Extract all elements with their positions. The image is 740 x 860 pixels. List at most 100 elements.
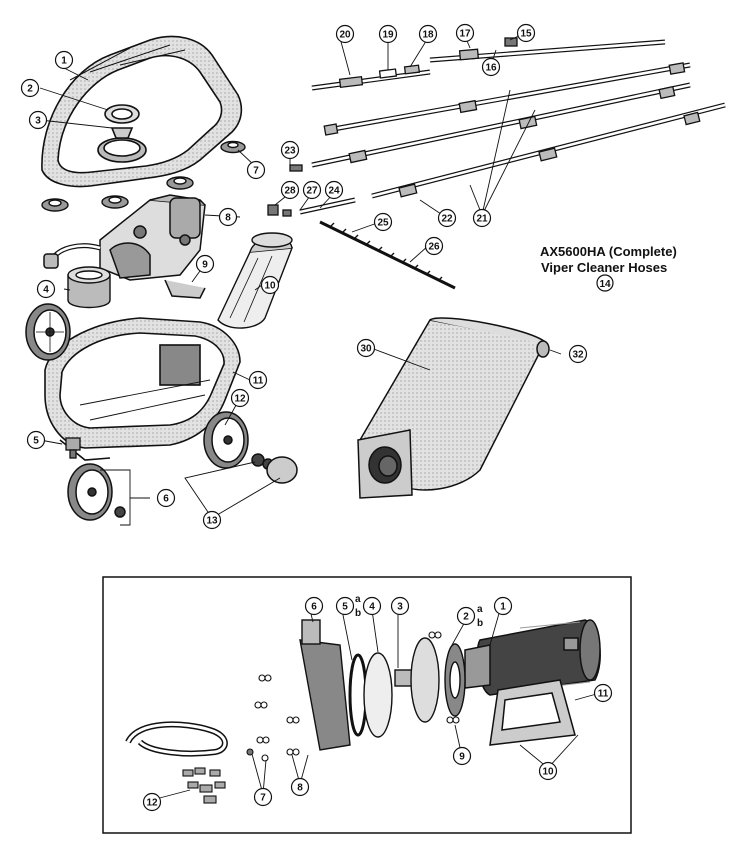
pump-callout-number-10: 10 (542, 767, 554, 778)
pump-suffix-2a: a (477, 604, 483, 615)
title-callout-number: 14 (599, 279, 611, 290)
motor-manifold-assembly (43, 194, 206, 299)
pump-callout-number-1: 1 (500, 602, 506, 613)
cleaner-callout-circle-6 (156, 488, 176, 508)
cleaner-callout-circle-18 (418, 24, 438, 44)
pump-callout-circle-5 (335, 596, 355, 616)
pump-callout-number-8: 8 (297, 783, 303, 794)
title-model-line: AX5600HA (Complete) (540, 244, 677, 259)
cleaner-callout-circle-24 (324, 180, 344, 200)
callout-markers: 1234567891011121315161718192021222324252… (20, 23, 613, 812)
pump-callout-number-6: 6 (311, 602, 317, 613)
cleaner-callout-number-20: 20 (339, 30, 351, 41)
pump-inset-frame (102, 576, 632, 834)
cleaner-callout-number-28: 28 (284, 186, 296, 197)
pump-callout-circle-1 (493, 596, 513, 616)
cleaner-callout-number-6: 6 (163, 494, 169, 505)
pump-callout-number-7: 7 (260, 793, 266, 804)
pump-callout-circle-4 (362, 596, 382, 616)
cleaner-callout-number-30: 30 (360, 344, 372, 355)
top-shell (41, 35, 243, 188)
cleaner-callout-circle-12 (230, 388, 250, 408)
cleaner-callout-circle-10 (260, 275, 280, 295)
cleaner-callout-number-8: 8 (225, 213, 231, 224)
cleaner-callout-circle-13 (202, 510, 222, 530)
pump-callout-number-4: 4 (369, 602, 375, 613)
pump-suffix-2b: b (477, 618, 483, 629)
cleaner-callout-number-21: 21 (476, 214, 488, 225)
cleaner-callout-number-9: 9 (202, 260, 208, 271)
cleaner-callout-circle-16 (481, 57, 501, 77)
pump-suffix-5b: b (355, 608, 361, 619)
pump-motor (464, 619, 601, 746)
cleaner-callout-circle-17 (455, 23, 475, 43)
cleaner-callout-number-25: 25 (377, 218, 389, 229)
pump-callout-number-9: 9 (459, 752, 465, 763)
hose-sleeve (217, 232, 294, 329)
cleaner-chassis (44, 317, 241, 461)
pump-callout-circle-3 (390, 596, 410, 616)
shell-washers (41, 140, 246, 212)
cleaner-callout-number-13: 13 (206, 516, 218, 527)
cleaner-callout-circle-23 (280, 140, 300, 160)
cleaner-callout-circle-11 (248, 370, 268, 390)
axle-fitting (65, 437, 81, 459)
pump-bolts (246, 631, 460, 762)
pump-callout-circle-10 (538, 761, 558, 781)
pump-fittings (182, 767, 226, 804)
pump-callout-circle-6 (304, 596, 324, 616)
cleaner-callout-circle-20 (335, 24, 355, 44)
cleaner-callout-number-32: 32 (572, 350, 584, 361)
cleaner-callout-number-16: 16 (485, 63, 497, 74)
cleaner-callout-circle-27 (302, 180, 322, 200)
cleaner-callout-circle-22 (437, 208, 457, 228)
pump-callout-circle-12 (142, 792, 162, 812)
cleaner-callout-circle-7 (246, 160, 266, 180)
cleaner-callout-circle-32 (568, 344, 588, 364)
cleaner-callout-number-10: 10 (264, 281, 276, 292)
cleaner-callout-circle-25 (373, 212, 393, 232)
cleaner-callout-circle-26 (424, 236, 444, 256)
side-wheel-left (25, 303, 71, 361)
cleaner-callout-number-22: 22 (441, 214, 453, 225)
cleaner-callout-number-5: 5 (33, 436, 39, 447)
pump-callout-number-5: 5 (342, 602, 348, 613)
pump-callout-number-3: 3 (397, 602, 403, 613)
cleaner-callout-number-12: 12 (234, 394, 246, 405)
pump-callout-number-12: 12 (146, 798, 158, 809)
cleaner-callout-circle-2 (20, 78, 40, 98)
cleaner-callout-number-3: 3 (35, 116, 41, 127)
title-description-line: Viper Cleaner Hoses (541, 260, 668, 275)
cleaner-callout-circle-21 (472, 208, 492, 228)
cleaner-callout-circle-1 (54, 50, 74, 70)
pump-callout-circle-2 (456, 606, 476, 626)
cleaner-callout-number-1: 1 (61, 56, 67, 67)
cleaner-callout-circle-30 (356, 338, 376, 358)
cleaner-callout-circle-19 (378, 24, 398, 44)
pump-callout-circle-9 (452, 746, 472, 766)
title-callout-circle (596, 274, 614, 292)
side-wheel-right (203, 411, 298, 484)
pump-suffix-5a: a (355, 594, 361, 605)
pump-callout-circle-11 (593, 683, 613, 703)
cleaner-callout-number-7: 7 (253, 166, 259, 177)
pump-housing (299, 619, 466, 751)
cleaner-callout-circle-8 (218, 207, 238, 227)
cleaner-callout-number-23: 23 (284, 146, 296, 157)
cleaner-callout-number-27: 27 (306, 186, 318, 197)
cleaner-callout-number-2: 2 (27, 84, 33, 95)
cleaner-callout-circle-3 (28, 110, 48, 130)
cleaner-callout-number-26: 26 (428, 242, 440, 253)
cleaner-callout-number-4: 4 (43, 285, 49, 296)
pump-callout-circle-8 (290, 777, 310, 797)
hose-sections (267, 37, 726, 290)
pump-hose-coil (125, 721, 228, 757)
bottom-wheel (67, 463, 126, 521)
cleaner-callout-number-15: 15 (520, 29, 532, 40)
cleaner-callout-number-11: 11 (253, 376, 264, 387)
debris-bag (357, 317, 550, 499)
cleaner-callout-number-19: 19 (382, 30, 394, 41)
pump-callout-number-11: 11 (598, 689, 609, 700)
